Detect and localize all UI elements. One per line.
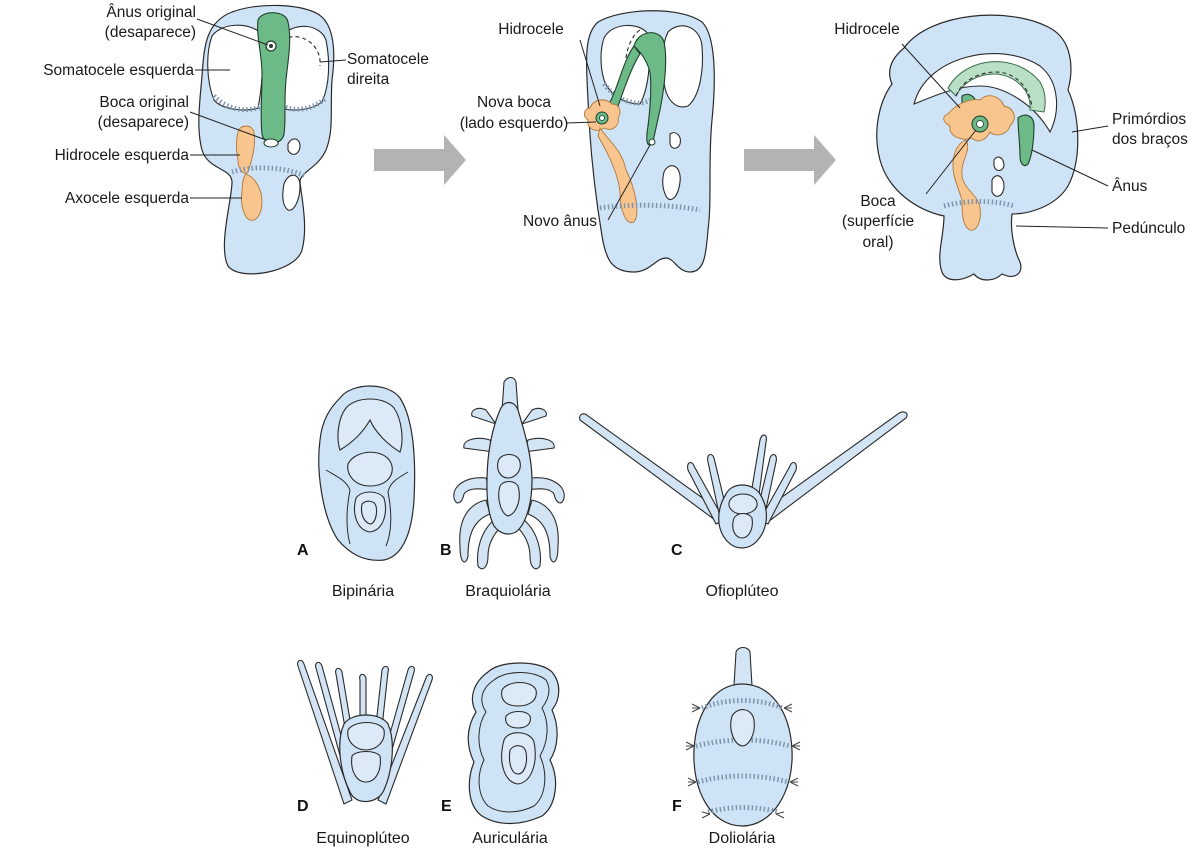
letter-a: A [297, 542, 309, 559]
label-novo-anus: Novo ânus [523, 213, 597, 230]
larva-e-auricularia [467, 662, 560, 825]
stage-3-anus-arm [1017, 114, 1035, 167]
label-anus-original: Ânus original [106, 4, 196, 21]
label-anus-3: Ânus [1112, 178, 1148, 195]
caption-bipinaria: Bipinária [332, 583, 394, 600]
larva-c-ofioplateo [579, 411, 908, 549]
caption-ofioplateo: Ofioplúteo [706, 583, 779, 600]
larva-f-doliolaria [685, 646, 801, 827]
label-hidrocele-2: Hidrocele [498, 21, 563, 38]
label-anus-original-note: (desaparece) [105, 24, 196, 41]
stage-2-larva [583, 10, 715, 273]
stage-3-axocoel [952, 139, 981, 231]
label-primordios: Primórdios [1112, 111, 1186, 128]
label-pedunculo: Pedúnculo [1112, 220, 1185, 237]
stage-1-labels: Ânus original (desaparece) Somatocele es… [43, 4, 429, 207]
arrow-right-2 [744, 135, 836, 185]
stage-1-leaders [189, 18, 347, 199]
stage-2-axocoel [597, 126, 638, 224]
caption-equinoplateo: Equinoplúteo [316, 830, 410, 847]
stage-3-larva [876, 14, 1079, 281]
label-hidrocele-3: Hidrocele [834, 21, 899, 38]
label-axocele-esquerda: Axocele esquerda [65, 190, 189, 207]
larva-a-bipinaria [318, 385, 416, 561]
stage-1-axocoel [241, 173, 263, 221]
stage-2-leaders [565, 39, 651, 221]
arrow-right-1 [374, 135, 466, 185]
label-boca-superficie: (superfície [842, 213, 914, 230]
stage-2-labels: Hidrocele Nova boca (lado esquerdo) Novo… [460, 21, 598, 230]
label-somatocele-direita: Somatocele [347, 51, 429, 68]
letter-d: D [297, 798, 309, 815]
letter-e: E [441, 798, 452, 815]
larva-d-equinoplateo [297, 659, 433, 805]
label-nova-boca-note: (lado esquerdo) [460, 115, 569, 132]
stage-1-larva [198, 4, 335, 275]
label-somatocele-direita-2: direita [347, 71, 390, 88]
stage-1-gut [257, 12, 291, 144]
stage-1-hydrocoel [236, 125, 255, 174]
stage-1-left-somatocoel [207, 24, 264, 111]
letter-b: B [440, 542, 452, 559]
label-boca: Boca [860, 193, 896, 210]
letter-c: C [671, 542, 683, 559]
label-primordios-2: dos braços [1112, 131, 1188, 148]
letter-f: F [672, 798, 682, 815]
label-boca-oral: oral) [862, 234, 893, 251]
caption-auricularia: Auriculária [472, 830, 548, 847]
label-boca-original-note: (desaparece) [98, 114, 189, 131]
stage-3-arc [947, 61, 1046, 113]
larva-b-braquiolaria [453, 376, 565, 570]
label-hidrocele-esquerda: Hidrocele esquerda [55, 147, 190, 164]
stage-1-mouth-dot [263, 138, 279, 148]
stage-3-labels: Hidrocele Primórdios dos braços Ânus Boc… [834, 21, 1188, 251]
label-somatocele-esquerda: Somatocele esquerda [43, 62, 194, 79]
caption-doliolaria: Doliolária [709, 830, 776, 847]
stage-3-leaders [901, 43, 1109, 229]
label-boca-original: Boca original [99, 94, 189, 111]
caption-braquiolaria: Braquiolária [465, 583, 550, 600]
label-nova-boca: Nova boca [477, 94, 551, 111]
